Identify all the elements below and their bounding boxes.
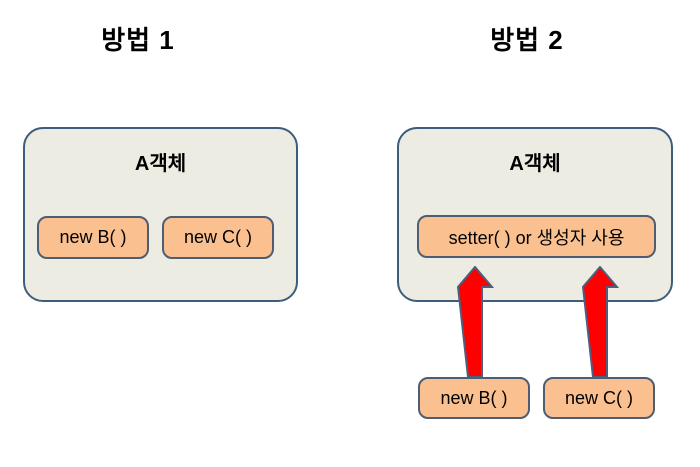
method-1-new-b-box: new B( ) <box>37 216 149 259</box>
method-2-setter-box: setter( ) or 생성자 사용 <box>417 215 656 258</box>
method-1-title: 방법 1 <box>101 25 175 55</box>
method-2-a-object-container: A객체 setter( ) or 생성자 사용 <box>397 127 673 302</box>
up-arrow-from-new-c-icon <box>581 266 620 378</box>
method-2-a-object-label: A객체 <box>509 153 561 175</box>
up-arrow-from-new-b-icon <box>456 266 495 378</box>
method-1-a-object-label: A객체 <box>134 153 187 175</box>
method-2-title: 방법 2 <box>490 25 564 55</box>
method-2-new-c-box: new C( ) <box>543 377 655 419</box>
method-2-new-b-box: new B( ) <box>418 377 530 419</box>
method-1-a-object-container: A객체 new B( ) new C( ) <box>23 127 298 302</box>
method-1-new-c-box: new C( ) <box>162 216 274 259</box>
